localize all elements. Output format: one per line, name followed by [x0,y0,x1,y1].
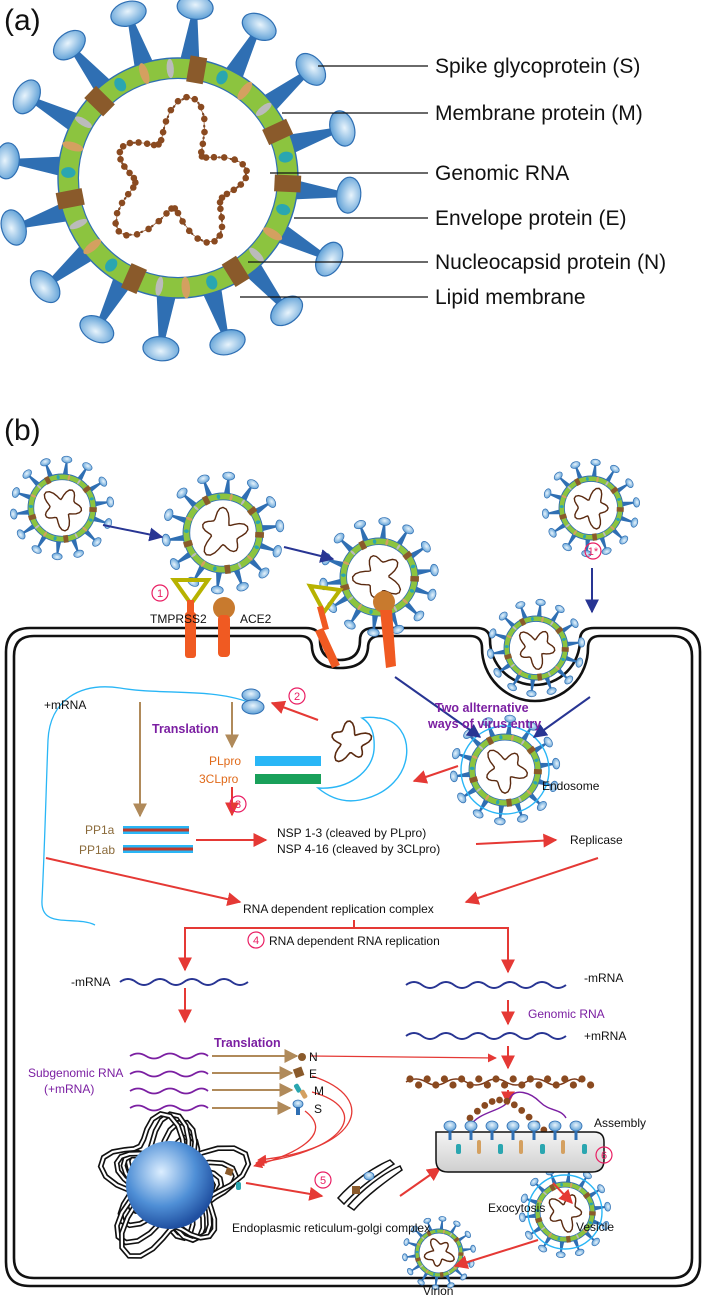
label-e: E [309,1067,317,1081]
subgenomic-rna-strands [129,1052,209,1112]
protein-s-icon [292,1099,304,1115]
label-exocytosis: Exocytosis [488,1201,545,1215]
panel-a-leaders [240,65,428,298]
step-1-alt: 1* [588,546,599,558]
cell-membrane-inner [12,634,694,1280]
minus-mrna-right [405,981,567,989]
label-minus-mrna-right: -mRNA [584,971,623,985]
label-virion: Virion [423,1284,453,1297]
plus-mrna-strand [41,686,249,926]
label-subgenomic-2: (+mRNA) [44,1082,94,1096]
label-nsp-1-3: NSP 1-3 (cleaved by PLpro) [277,826,426,840]
step-6: 6 [601,1150,607,1162]
virus-endocytosis [542,458,640,558]
label-pp1ab: PP1ab [79,843,115,857]
label-genomic-rna: Genomic RNA [435,162,569,185]
panel-a-tag: (a) [4,4,41,37]
translation-arrows [133,702,239,818]
protein-m-icon [293,1083,308,1099]
step-1: 1 [157,588,163,600]
receptor-pair-invaginated [306,583,396,668]
label-translation-2: Translation [214,1036,281,1050]
label-plpro: PLpro [209,754,241,768]
label-entry-line2: ways of virus entry [427,717,541,731]
label-lipid: Lipid membrane [435,286,586,309]
plus-mrna-right [405,1032,567,1040]
translation-arrows-2 [212,1049,299,1115]
pp1a-bar [123,826,189,834]
vesicle-membrane [527,1174,603,1250]
label-ace2: ACE2 [240,612,272,626]
label-plus-mrna-right: +mRNA [584,1029,626,1043]
label-endosome: Endosome [542,779,600,793]
golgi-vesicle [336,1159,403,1211]
label-envelope: Envelope protein (E) [435,207,626,230]
assembly-proteins [443,1120,587,1154]
label-rdrr: RNA dependent RNA replication [269,934,440,948]
receptor-tmprss2 [170,578,212,658]
label-m: M [314,1084,324,1098]
process-arrows-middle [178,920,573,1269]
ribosome-icon [241,688,265,715]
label-tmprss2: TMPRSS2 [150,612,207,626]
label-pp1a: PP1a [85,823,115,837]
label-replicase: Replicase [570,833,623,847]
protein-e-icon [292,1066,305,1079]
virus-virion [402,1216,476,1290]
nucleus-er [97,1110,252,1259]
virus-fusing [319,517,439,637]
step-5: 5 [320,1175,326,1187]
label-3clpro: 3CLpro [199,772,239,786]
process-arrows-upper [45,700,599,907]
virus-invaginating [487,598,585,698]
label-subgenomic-1: Subgenomic RNA [28,1066,123,1080]
virus-free-1 [9,455,115,561]
uncoating-vesicle [315,716,408,802]
entry-arrows [102,524,599,738]
cell-membrane-outer [4,626,702,1288]
label-vesicle: Vesicle [576,1220,614,1234]
coronavirus-structure [0,0,362,362]
virus-particles [9,455,640,1290]
label-plus-mrna: +mRNA [44,698,86,712]
panel-b-tag: (b) [4,414,41,447]
step-2: 2 [294,691,300,703]
label-membrane: Membrane protein (M) [435,102,643,125]
label-nucleocapsid: Nucleocapsid protein (N) [435,251,666,274]
label-entry-line1: Two allternative [435,701,529,715]
label-minus-mrna-left: -mRNA [71,975,110,989]
label-translation: Translation [152,722,219,736]
label-rdrc: RNA dependent replication complex [243,902,434,916]
endosome-membrane [460,725,550,815]
label-er-golgi: Endoplasmic reticulum-golgi complex [232,1221,430,1235]
label-n: N [309,1050,318,1064]
virus-large [0,0,362,362]
label-genomic-rna-b: Genomic RNA [528,1007,605,1021]
3clpro-bar [255,774,321,784]
receptor-ace2 [213,597,235,657]
step-markers [151,542,613,1189]
step-3: 3 [235,799,241,811]
minus-mrna-left [119,978,249,986]
label-assembly: Assembly [594,1116,646,1130]
nucleus [126,1141,214,1229]
label-spike: Spike glycoprotein (S) [435,55,640,78]
protein-n-icon [298,1053,306,1061]
virus-binding [161,471,285,595]
released-rna [331,720,373,763]
label-s: S [314,1102,322,1116]
nucleocapsid-rna-chain [405,1075,595,1140]
plpro-bar [255,756,321,766]
step-4: 4 [253,935,259,947]
pp1ab-bar [123,845,193,853]
label-nsp-4-16: NSP 4-16 (cleaved by 3CLpro) [277,842,440,856]
